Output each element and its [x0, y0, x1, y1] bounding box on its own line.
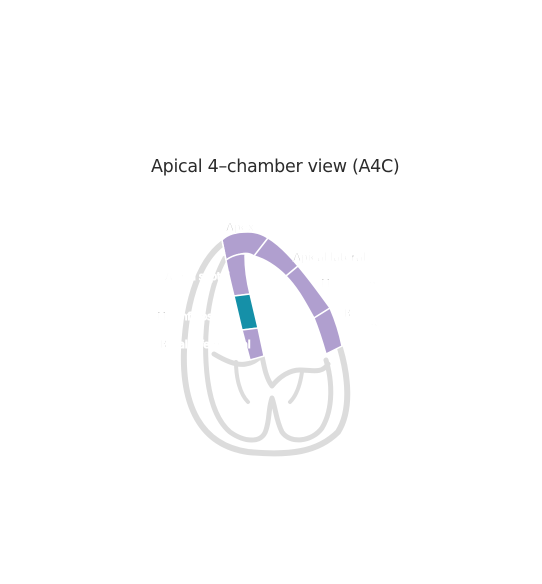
valve-plane [211, 351, 331, 389]
label-mid-anterolateral: Mid anterolateral [321, 278, 407, 290]
myocardial-segments [221, 231, 343, 361]
heart-outline [180, 237, 351, 457]
left-atrial-wall [234, 360, 250, 404]
label-apical-lateral: Apical lateral [293, 250, 366, 264]
heart-inner-contour [203, 255, 334, 443]
segment-apical-septal[interactable] [221, 239, 251, 297]
segment-labels: Apex Apical septal Mid inferoseptal Basa… [157, 220, 410, 352]
diagram-title: Apical 4–chamber view (A4C) [151, 157, 399, 177]
label-apical-septal: Apical septal [165, 271, 230, 283]
label-basal-anterolateral-line1: Basal [344, 308, 371, 320]
label-apex: Apex [226, 220, 254, 234]
right-atrial-wall [288, 370, 304, 404]
label-mid-inferoseptal: Mid inferoseptal [157, 311, 238, 323]
label-basal-inferoseptal: Basal inferoseptal [160, 339, 251, 351]
label-basal-anterolateral-line2: anterolateral [344, 320, 409, 332]
segment-mid-anterolateral[interactable] [285, 265, 331, 319]
heart-outer-contour [180, 237, 351, 457]
segment-basal-inferoseptal[interactable] [241, 327, 265, 361]
segment-basal-anterolateral[interactable] [313, 307, 343, 355]
